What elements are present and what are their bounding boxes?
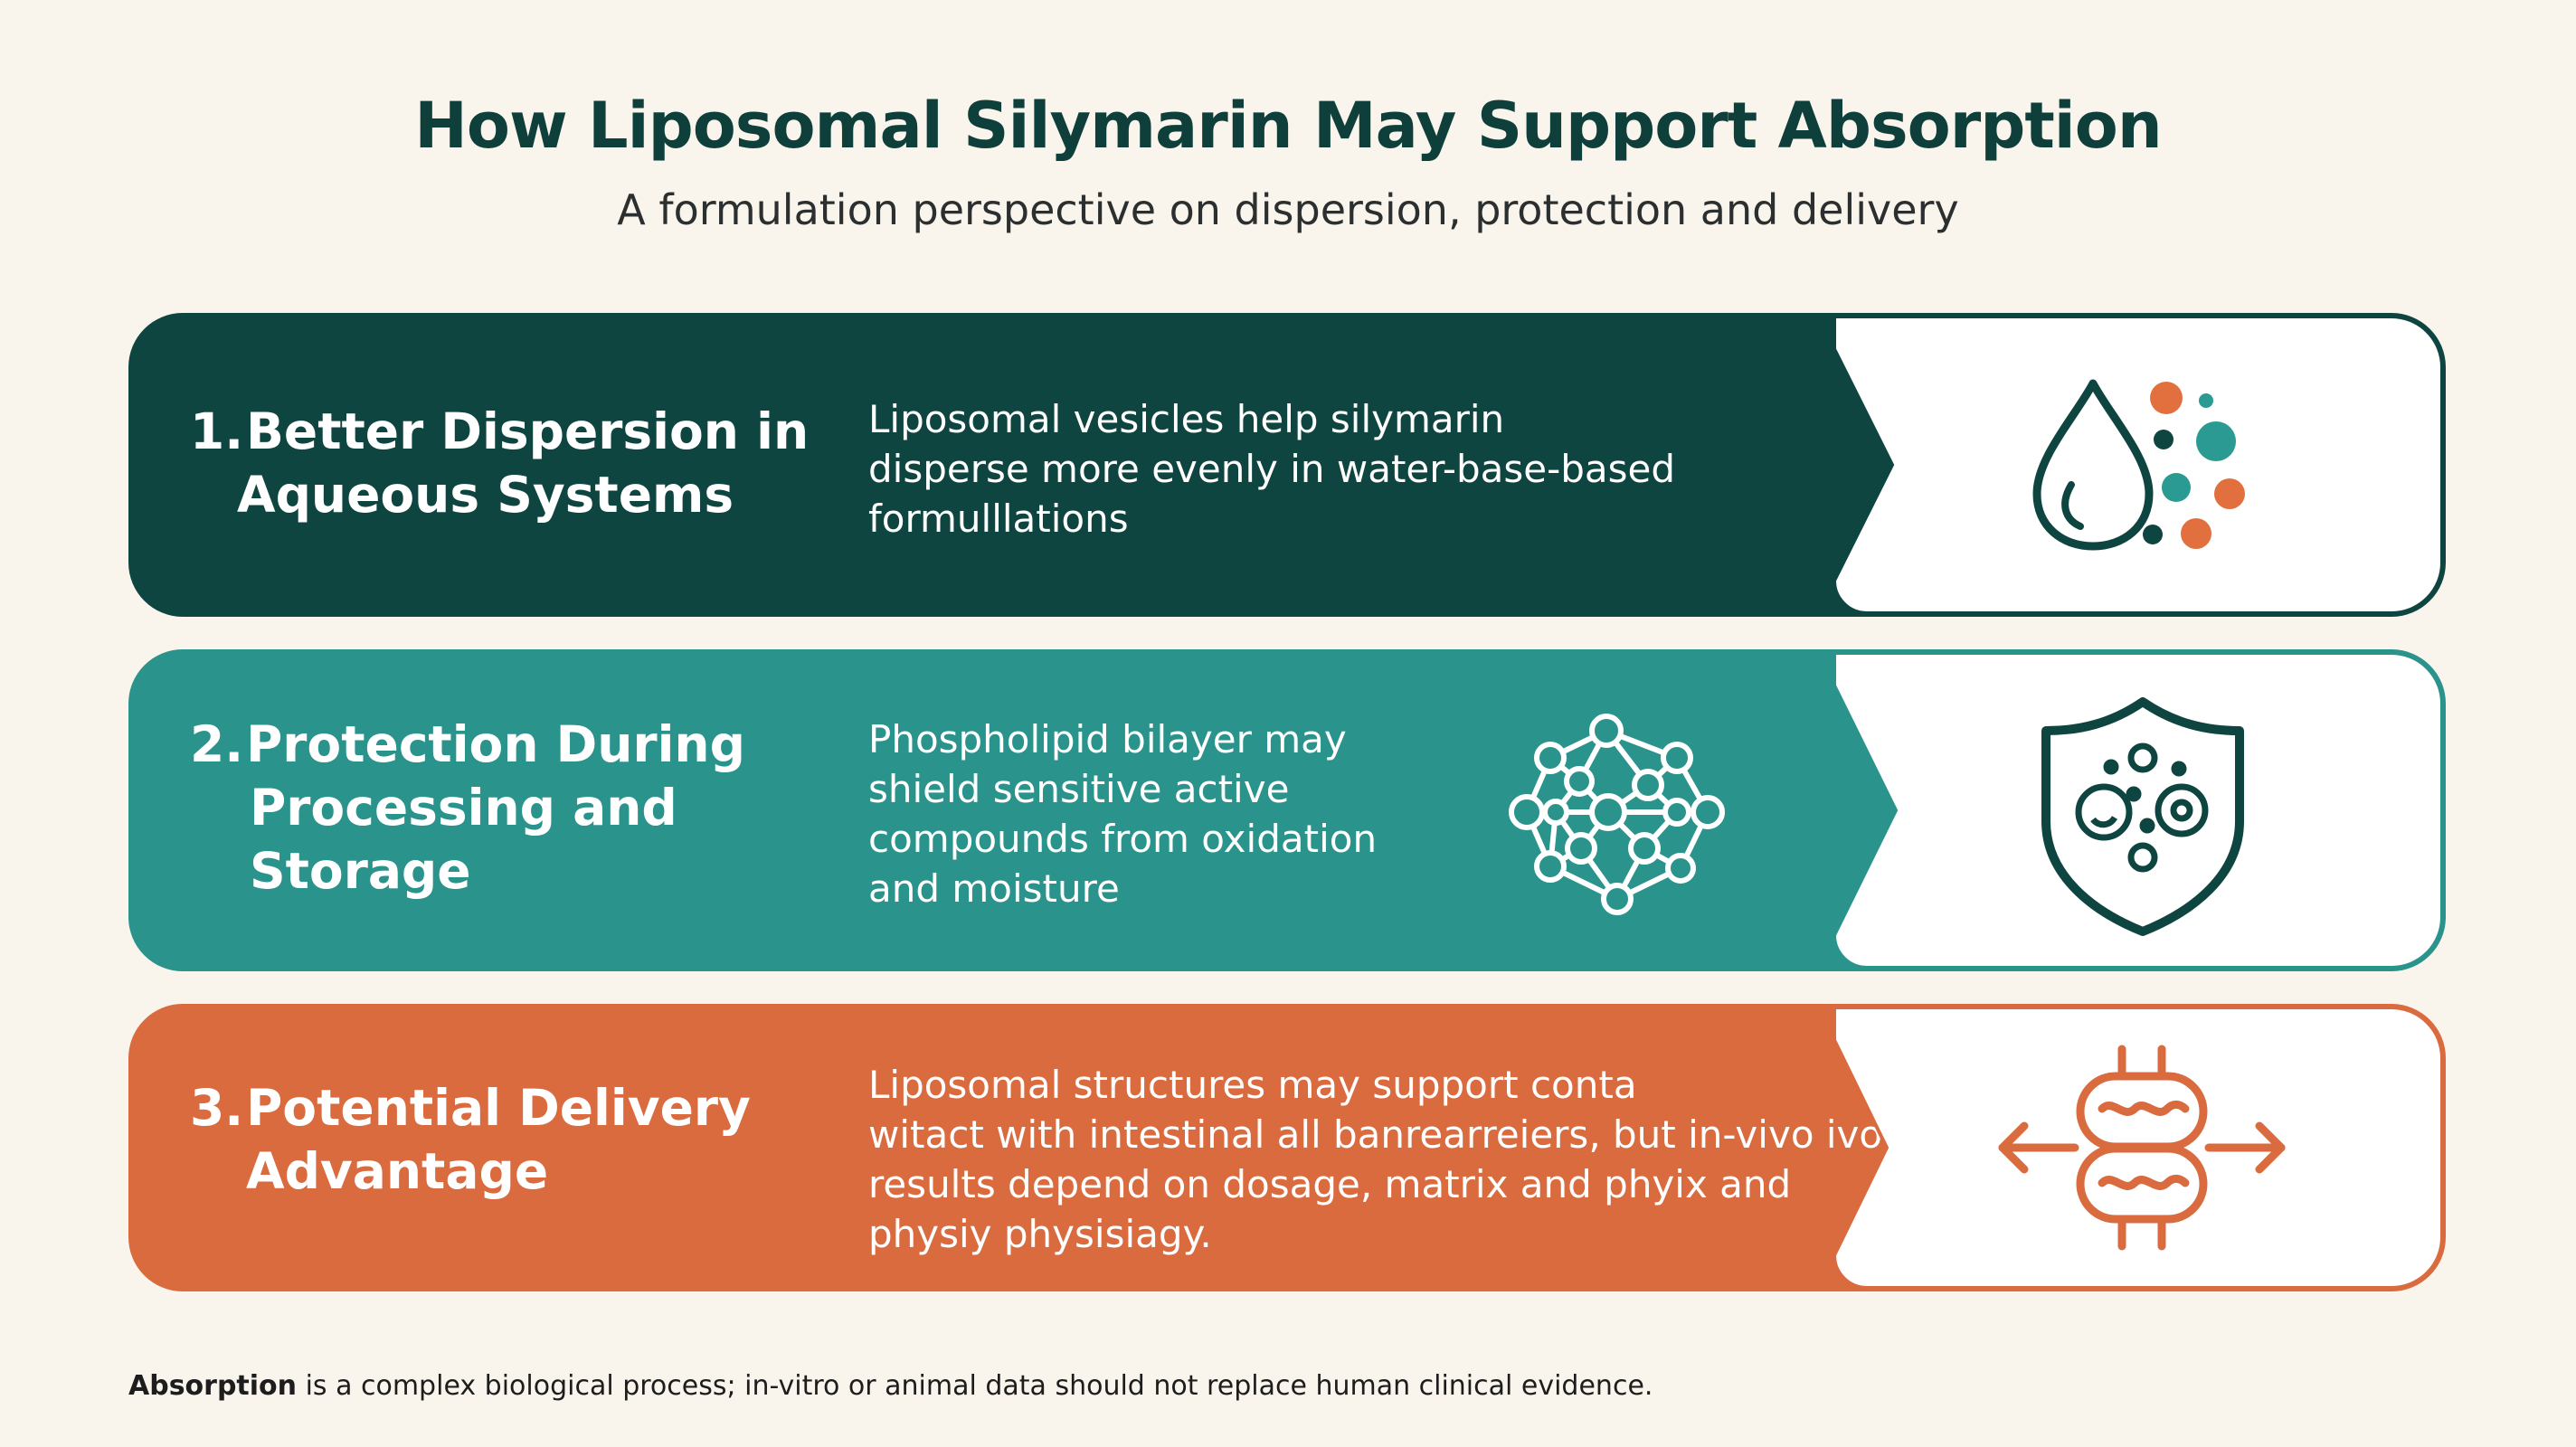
footnote-bold: Absorption — [128, 1370, 298, 1402]
step-1-icon-panel — [1831, 313, 2446, 617]
step-2-title: 2.Protection During Processing and Stora… — [190, 713, 841, 903]
step-1-description-line: formulllations — [868, 497, 1129, 541]
step-2-title-line: Storage — [250, 842, 471, 900]
step-3-description-line: Liposomal structures may support conta — [868, 1063, 1637, 1107]
step-2-description: Phospholipid bilayer may shield sensitiv… — [868, 714, 1377, 913]
step-3-title-line: Advantage — [246, 1142, 549, 1200]
step-2-description-line: shield sensitive active — [868, 767, 1290, 811]
step-1-description-line: Liposomal vesicles help silymarin — [868, 397, 1505, 441]
step-3-description: Liposomal structures may support conta w… — [868, 1060, 1882, 1259]
step-3-description-line: results depend on dosage, matrix and phy… — [868, 1162, 1792, 1206]
step-3-band: 3.Potential Delivery Advantage Liposomal… — [128, 1004, 2446, 1291]
footnote: Absorption is a complex biological proce… — [128, 1370, 1653, 1402]
step-3-description-line: witact with intestinal all banrearreiers… — [868, 1112, 1883, 1157]
step-2-title-line: Processing and — [250, 779, 677, 837]
step-2-band: 2.Protection During Processing and Stora… — [128, 649, 2446, 971]
page-title: How Liposomal Silymarin May Support Abso… — [414, 89, 2162, 163]
step-1-number: 1. — [190, 402, 244, 460]
step-3-title: 3.Potential Delivery Advantage — [190, 1076, 841, 1203]
step-2-title-line: Protection During — [246, 715, 745, 773]
step-3-number: 3. — [190, 1079, 244, 1137]
step-1-description: Liposomal vesicles help silymarin disper… — [868, 394, 1675, 544]
step-1-band: 1.Better Dispersion in Aqueous Systems L… — [128, 313, 2446, 617]
step-1-description-line: disperse more evenly in water-base-based — [868, 447, 1676, 491]
step-2-description-line: Phospholipid bilayer may — [868, 717, 1347, 761]
page-subtitle: A formulation perspective on dispersion,… — [617, 185, 1959, 234]
shield-with-molecules-icon — [2041, 697, 2244, 936]
step-1-title-line: Better Dispersion in — [246, 402, 810, 460]
step-2-number: 2. — [190, 715, 244, 773]
step-1-title-line: Aqueous Systems — [237, 466, 734, 524]
step-1-title: 1.Better Dispersion in Aqueous Systems — [190, 400, 841, 526]
step-2-description-line: compounds from oxidation — [868, 817, 1378, 861]
water-drop-with-particles-icon — [2032, 379, 2245, 551]
step-3-description-line: physiy physisiagy. — [868, 1212, 1212, 1256]
intestine-with-arrows-icon — [1998, 1045, 2286, 1251]
footnote-text: is a complex biological process; in-vitr… — [297, 1370, 1653, 1402]
molecular-network-icon — [1509, 714, 1725, 915]
step-3-title-line: Potential Delivery — [246, 1079, 751, 1137]
step-2-icon-panel — [1831, 649, 2446, 971]
step-2-description-line: and moisture — [868, 866, 1120, 911]
step-3-icon-panel — [1831, 1004, 2446, 1291]
